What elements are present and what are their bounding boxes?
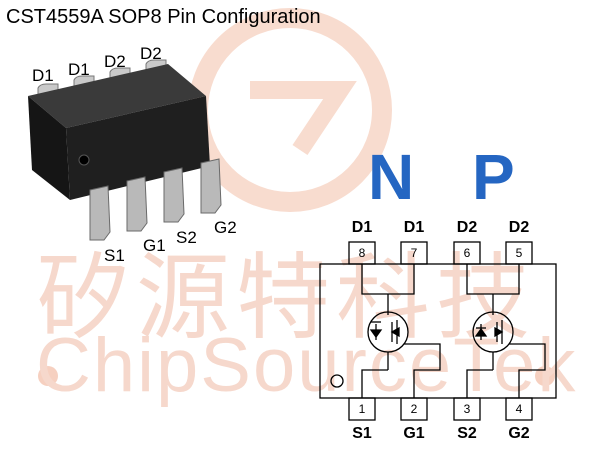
package-bottom-leads <box>89 158 222 241</box>
schematic-outline <box>319 263 557 399</box>
pin-number-1: 1 <box>358 402 366 416</box>
package-label-d1-b: D1 <box>68 60 90 79</box>
mosfet-1-wiring <box>361 264 441 398</box>
pin-name-5: D2 <box>508 219 530 236</box>
package-label-d2-b: D2 <box>140 44 162 63</box>
pin-name-2: G1 <box>403 425 425 442</box>
package-label-g1: G1 <box>143 236 166 255</box>
mosfet-1-symbol <box>367 311 409 353</box>
mosfet-2-symbol <box>472 311 514 353</box>
package-label-d2-a: D2 <box>104 52 126 71</box>
package-label-g2: G2 <box>214 218 237 237</box>
package-label-s2: S2 <box>176 228 197 247</box>
pin1-marker-dot <box>78 154 90 166</box>
mosfet-2-wiring <box>466 264 546 398</box>
pin-name-7: D1 <box>403 219 425 236</box>
pin-number-6: 6 <box>463 246 471 260</box>
pin-name-1: S1 <box>352 425 372 442</box>
watermark-chinese-text: 矽源特科技 <box>36 244 537 353</box>
watermark-english-text: ChipSourceTek <box>36 323 578 408</box>
pin-number-3: 3 <box>463 402 471 416</box>
pin-name-4: G2 <box>508 425 530 442</box>
page-title: CST4559A SOP8 Pin Configuration <box>6 6 321 28</box>
pin-number-4: 4 <box>515 402 523 416</box>
p-channel-label: P <box>472 141 515 213</box>
pin-name-3: S2 <box>457 425 477 442</box>
pin-name-6: D2 <box>456 219 478 236</box>
package-body <box>28 64 210 200</box>
pin-number-7: 7 <box>410 246 418 260</box>
n-channel-label: N <box>368 141 415 213</box>
pin-number-8: 8 <box>358 246 366 260</box>
package-label-s1: S1 <box>104 246 125 265</box>
pin-number-2: 2 <box>410 402 418 416</box>
package-label-d1-a: D1 <box>32 66 54 85</box>
pin-name-8: D1 <box>351 219 373 236</box>
pin-number-5: 5 <box>515 246 523 260</box>
pin1-indicator-circle <box>330 374 344 388</box>
